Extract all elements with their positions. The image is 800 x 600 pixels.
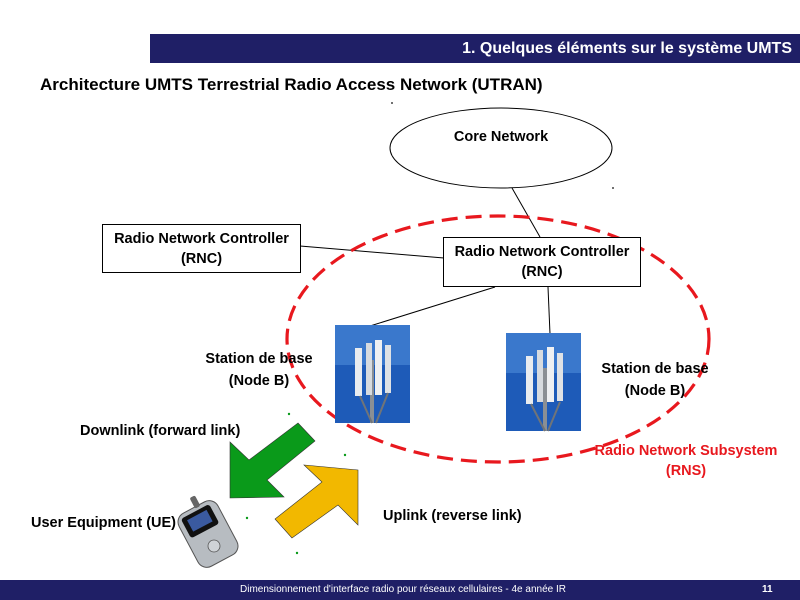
user-equipment-label: User Equipment (UE) bbox=[31, 515, 177, 531]
rnc-nodeb-right-link bbox=[547, 286, 551, 335]
rnc-right-line1: Radio Network Controller bbox=[454, 244, 630, 260]
station-right-line2: (Node B) bbox=[624, 383, 686, 399]
deco-dot bbox=[343, 453, 347, 457]
station-right-line1: Station de base bbox=[601, 361, 709, 377]
rnc-right-line2: (RNC) bbox=[521, 264, 563, 280]
core-network-label: Core Network bbox=[453, 129, 549, 145]
footer-bar: Dimensionnement d'interface radio pour r… bbox=[0, 580, 800, 600]
station-left-line2: (Node B) bbox=[228, 373, 290, 389]
deco-dot bbox=[245, 516, 249, 520]
rnc-nodeb-left-link bbox=[369, 286, 496, 327]
rnc-right-box: Radio Network Controller (RNC) bbox=[443, 237, 641, 287]
station-right-label: Station de base (Node B) bbox=[592, 358, 718, 402]
page-number: 11 bbox=[762, 584, 773, 595]
section-title: 1. Quelques éléments sur le système UMTS bbox=[462, 39, 792, 57]
core-network-ellipse bbox=[389, 107, 613, 189]
deco-dot bbox=[612, 187, 614, 189]
rns-line1: Radio Network Subsystem bbox=[594, 443, 778, 459]
rnc-rnc-link bbox=[299, 245, 445, 259]
base-station-left-image bbox=[335, 325, 410, 424]
rns-boundary bbox=[285, 214, 711, 464]
uplink-arrow bbox=[274, 464, 359, 539]
uplink-label: Uplink (reverse link) bbox=[383, 508, 522, 524]
rnc-left-line2: (RNC) bbox=[180, 250, 223, 267]
core-rnc-link bbox=[511, 187, 541, 238]
station-left-label: Station de base (Node B) bbox=[196, 348, 322, 392]
user-equipment-phone-icon bbox=[177, 495, 239, 568]
station-left-line1: Station de base bbox=[205, 351, 313, 367]
slide-title: Architecture UMTS Terrestrial Radio Acce… bbox=[40, 75, 543, 94]
downlink-label: Downlink (forward link) bbox=[80, 423, 241, 439]
deco-dot bbox=[391, 102, 393, 104]
rnc-left-line1: Radio Network Controller bbox=[114, 230, 289, 247]
footer-text: Dimensionnement d'interface radio pour r… bbox=[240, 584, 566, 595]
downlink-arrow bbox=[229, 422, 316, 499]
rns-line2: (RNS) bbox=[665, 463, 707, 479]
deco-dot bbox=[287, 412, 291, 416]
rns-label: Radio Network Subsystem (RNS) bbox=[590, 441, 782, 481]
base-station-right-image bbox=[506, 333, 581, 432]
rnc-left-box: Radio Network Controller (RNC) bbox=[102, 224, 301, 273]
deco-dot bbox=[295, 551, 299, 555]
section-header-bar: 1. Quelques éléments sur le système UMTS bbox=[150, 34, 800, 63]
